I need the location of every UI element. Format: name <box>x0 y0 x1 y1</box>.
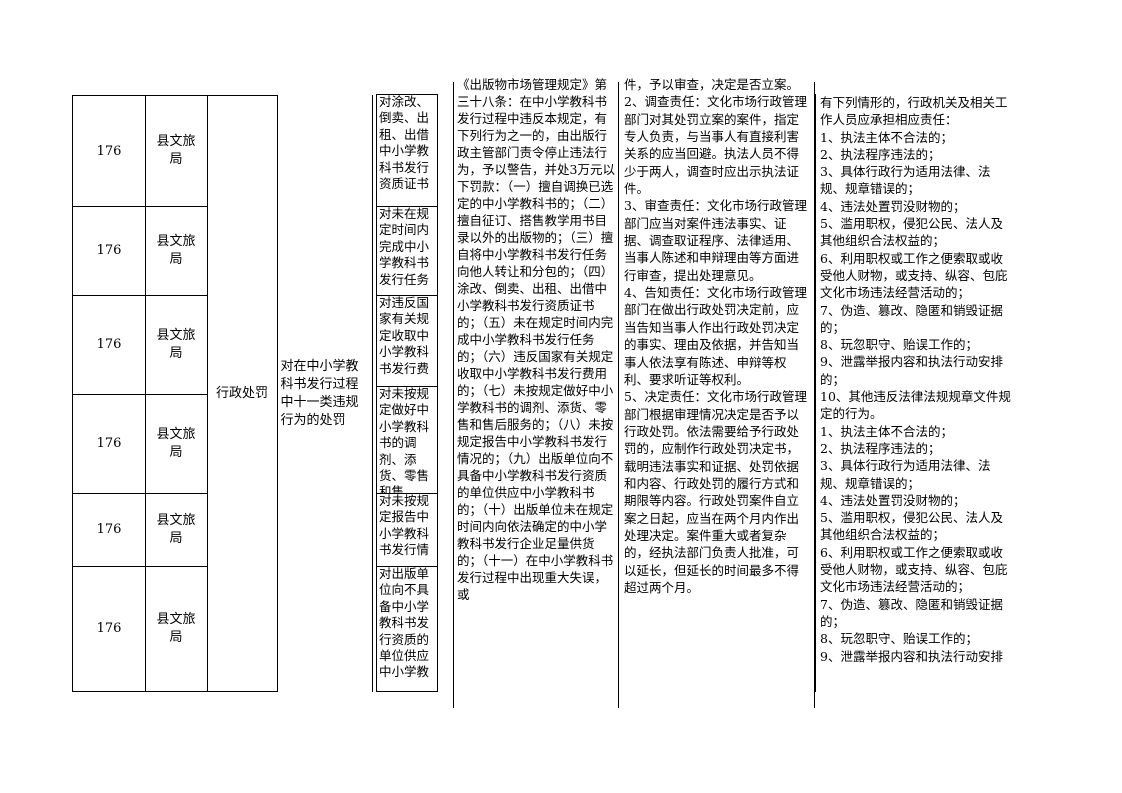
category-label: 行政处罚 <box>215 385 268 401</box>
row-number-cell: 176 <box>72 566 146 692</box>
agency-name: 县文旅局 <box>156 134 196 167</box>
item-name-cell: 对在中小学教科书发行过程中十一类违规行为的处罚 <box>277 95 373 692</box>
sub-item-cell: 对出版单位向不具备中小学教科书发行资质的单位供应中小学教 <box>376 566 438 692</box>
sub-item-cell: 对未按规定做好中小学教科书的调剂、添货、零售和售 <box>376 386 438 494</box>
sub-item-cell: 对违反国家有关规定收取中小学教科书发行费 <box>376 295 438 387</box>
agency-cell: 县文旅局 <box>145 566 208 692</box>
sub-item-text: 对出版单位向不具备中小学教科书发行资质的单位供应中小学教 <box>379 566 430 680</box>
sub-item-text: 对未在规定时间内完成中小学教科书发行任务 <box>379 206 430 287</box>
row-number-cell: 176 <box>72 295 146 395</box>
agency-cell: 县文旅局 <box>145 295 208 395</box>
sub-item-text: 对未按规定做好中小学教科书的调剂、添货、零售和售 <box>379 386 430 494</box>
row-number: 176 <box>96 522 122 537</box>
row-number: 176 <box>96 621 122 636</box>
sub-item-cell: 对未在规定时间内完成中小学教科书发行任务 <box>376 206 438 296</box>
row-number: 176 <box>96 436 122 451</box>
sub-item-text: 对未按规定报告中小学教科书发行情 <box>379 493 430 558</box>
row-number-cell: 176 <box>72 206 146 296</box>
item-name: 对在中小学教科书发行过程中十一类违规行为的处罚 <box>280 358 359 428</box>
agency-name: 县文旅局 <box>156 611 196 645</box>
row-number: 176 <box>96 337 122 352</box>
accountability-text: 有下列情形的，行政机关及相关工作人员应承担相应责任： 1、执法主体不合法的； 2… <box>820 95 1011 664</box>
row-number: 176 <box>96 243 122 258</box>
agency-cell: 县文旅局 <box>145 206 208 296</box>
basis-column-border <box>453 82 619 708</box>
agency-name: 县文旅局 <box>156 426 196 460</box>
row-number-cell: 176 <box>72 493 146 567</box>
agency-cell: 县文旅局 <box>145 493 208 567</box>
sub-item-cell: 对未按规定报告中小学教科书发行情 <box>376 493 438 567</box>
duty-text: 件，予以审查，决定是否立案。 2、调查责任：文化市场行政管理部门对其处罚立案的案… <box>624 77 807 595</box>
duty-column-border <box>619 82 815 708</box>
agency-cell: 县文旅局 <box>145 95 208 207</box>
accountability-column-border <box>815 94 816 692</box>
legal-basis-text: 《出版物市场管理规定》第三十八条：在中小学教科书发行过程中违反本规定，有下列行为… <box>457 77 615 602</box>
category-cell: 行政处罚 <box>207 95 278 692</box>
agency-cell: 县文旅局 <box>145 394 208 494</box>
sub-item-cell: 对涂改、倒卖、出租、出借中小学教科书发行资质证书 <box>376 94 438 207</box>
row-number: 176 <box>96 143 122 159</box>
row-number-cell: 176 <box>72 95 146 207</box>
sub-item-text: 对违反国家有关规定收取中小学教科书发行费 <box>379 295 430 376</box>
sub-item-text: 对涂改、倒卖、出租、出借中小学教科书发行资质证书 <box>379 94 430 192</box>
agency-name: 县文旅局 <box>156 512 196 546</box>
row-number-cell: 176 <box>72 394 146 494</box>
agency-name: 县文旅局 <box>156 327 196 361</box>
agency-name: 县文旅局 <box>156 233 196 267</box>
